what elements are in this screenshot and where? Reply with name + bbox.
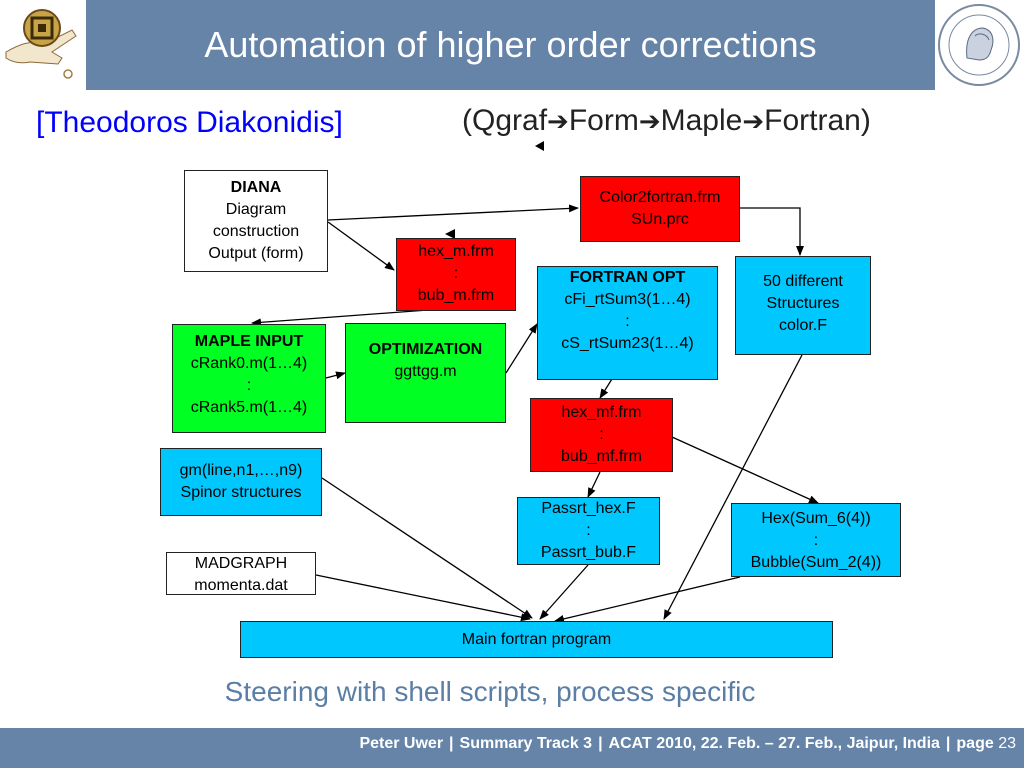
arrow-hexsum-main [554, 576, 741, 623]
chain-step-form: Form [568, 104, 639, 137]
stray-arrowhead-icon [445, 229, 455, 239]
hexsum-line: : [813, 532, 819, 549]
header-bar [0, 0, 1024, 90]
madgraph-line: MADGRAPH [194, 555, 288, 572]
arrow-gm-main [321, 477, 533, 619]
color2fortran-line: SUn.prc [631, 211, 689, 228]
tool-chain: (Qgraf➔Form➔Maple➔Fortran) [462, 104, 871, 138]
arrow-hexmf-passrt [587, 471, 601, 498]
hexsum-line: Hex(Sum_6(4)) [761, 510, 871, 527]
maple-input-line: cRank0.m(1…4) [190, 355, 308, 372]
passrt-line: Passrt_hex.F [541, 500, 636, 517]
hex-mf-box: hex_mf.frm : bub_mf.frm [530, 398, 673, 472]
structures-line: Structures [766, 295, 840, 312]
hexsum-box: Hex(Sum_6(4)) : Bubble(Sum_2(4)) [731, 503, 901, 577]
arrow-maple-optimization [325, 371, 346, 380]
gm-line: gm(line,n1,…,n9) [179, 462, 303, 479]
passrt-line: Passrt_bub.F [540, 544, 637, 561]
footer-separator: | [598, 735, 603, 752]
arrow-right-icon: ➔ [547, 106, 569, 136]
hex-m-line: hex_m.frm [418, 243, 494, 260]
footer-talk: Summary Track 3 [459, 735, 593, 752]
hexsum-line: Bubble(Sum_2(4)) [750, 554, 882, 571]
chain-step-fortran: Fortran [764, 104, 861, 137]
footer-name: Peter Uwer [359, 735, 444, 752]
optimization-line: ggttgg.m [394, 363, 457, 380]
maple-input-box: MAPLE INPUT cRank0.m(1…4) : cRank5.m(1…4… [172, 324, 326, 433]
arrow-passrt-main [539, 564, 589, 620]
arrow-fortranopt-hexmf [599, 378, 613, 399]
arrow-structures-main [663, 354, 803, 620]
gm-line: Spinor structures [180, 484, 302, 501]
arrow-optimization-fortranopt [505, 323, 538, 374]
diana-line: Output (form) [208, 245, 304, 262]
footer-bar: Peter Uwer | Summary Track 3 | ACAT 2010, 22… [0, 728, 1024, 768]
arrow-madgraph-main [315, 574, 531, 622]
diana-line: construction [212, 223, 300, 240]
footer-event: ACAT 2010, 22. Feb. – 27. Feb., Jaipur, … [608, 735, 940, 752]
arrow-diana-hexm [327, 221, 395, 271]
arrow-right-icon: ➔ [742, 106, 765, 136]
footer-separator: | [449, 735, 454, 752]
fortran-opt-title: FORTRAN OPT [569, 269, 686, 286]
color2fortran-line: Color2fortran.frm [599, 189, 721, 206]
footer-page-number: 23 [998, 735, 1016, 752]
hex-m-line: : [453, 265, 459, 282]
fortran-opt-line: : [625, 313, 630, 330]
hex-m-line: bub_m.frm [417, 287, 495, 304]
main-program-label: Main fortran program [461, 631, 612, 648]
maple-input-line: : [246, 377, 252, 394]
optimization-title: OPTIMIZATION [368, 341, 483, 358]
maple-input-line: cRank5.m(1…4) [190, 399, 308, 416]
main-program-box: Main fortran program [240, 621, 833, 658]
arrow-diana-color2fortran [327, 204, 579, 221]
chain-open: ( [462, 104, 472, 137]
structures-line: color.F [778, 317, 827, 334]
diana-box: DIANA Diagram construction Output (form) [184, 170, 328, 272]
hex-mf-line: bub_mf.frm [561, 448, 642, 465]
color2fortran-box: Color2fortran.frm SUn.prc [580, 176, 740, 242]
fortran-opt-line: cFi_rtSum3(1…4) [564, 291, 691, 308]
optimization-box: OPTIMIZATION ggttgg.m [345, 323, 506, 423]
arrow-right-icon: ➔ [638, 106, 661, 136]
passrt-line: : [586, 522, 591, 539]
fortran-opt-line: cS_rtSum23(1…4) [561, 335, 694, 352]
right-logo [935, 0, 1024, 90]
hex-mf-line: hex_mf.frm [561, 404, 642, 421]
structures-line: 50 different [763, 273, 843, 290]
slide-title: Automation of higher order corrections [204, 24, 817, 65]
footer-separator: | [945, 735, 951, 752]
humboldt-university-seal-icon [938, 4, 1020, 86]
stray-arrowhead-icon [535, 141, 544, 151]
gold-hand-emblem-icon [5, 9, 77, 79]
steering-note: Steering with shell scripts, process spe… [224, 676, 756, 707]
diana-title: DIANA [230, 179, 282, 196]
hex-m-box: hex_m.frm : bub_m.frm [396, 238, 516, 311]
fortran-opt-box: FORTRAN OPT cFi_rtSum3(1…4) : cS_rtSum23… [537, 266, 718, 380]
structures-box: 50 different Structures color.F [735, 256, 871, 355]
madgraph-line: momenta.dat [194, 577, 288, 594]
arrow-hexmf-hexsum [671, 436, 819, 504]
left-logo [0, 0, 86, 90]
diana-line: Diagram [225, 201, 287, 218]
passrt-box: Passrt_hex.F : Passrt_bub.F [517, 497, 660, 565]
hex-mf-line: : [599, 426, 604, 443]
chain-step-qgraf: Qgraf [472, 104, 548, 137]
footer-page-label: page [956, 735, 994, 752]
arrow-color2fortran-structures [740, 207, 804, 256]
gm-box: gm(line,n1,…,n9) Spinor structures [160, 448, 322, 516]
chain-close: ) [860, 104, 871, 137]
madgraph-box: MADGRAPH momenta.dat [166, 552, 316, 595]
chain-step-maple: Maple [660, 104, 743, 137]
author-label: [Theodoros Diakonidis] [36, 106, 343, 139]
maple-input-title: MAPLE INPUT [194, 333, 304, 350]
